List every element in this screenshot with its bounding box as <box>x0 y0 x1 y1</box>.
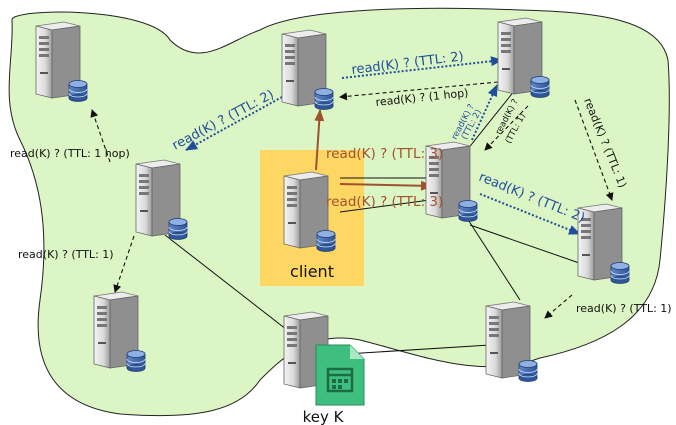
server-left <box>135 159 188 240</box>
key-label: key K <box>303 408 345 425</box>
server-client <box>283 171 336 252</box>
arrow-topright-to-center <box>484 105 529 151</box>
arrow-left-to-bottomleft <box>113 235 135 293</box>
server-top-right <box>497 17 550 98</box>
label-client-to-center-bottom: read(K) ? (TTL: 3) <box>326 194 443 210</box>
spreadsheet-icon <box>315 344 365 406</box>
arrow-client-to-topmid <box>314 109 325 171</box>
arrow-client-to-center <box>339 180 433 191</box>
server-top-mid <box>281 29 334 110</box>
label-left-to-bottomleft: read(K) ? (TTL: 1) <box>18 248 114 261</box>
arrow-topright-to-topmid <box>339 81 499 101</box>
label-right-to-bottomright: read(K) ? (TTL: 1) <box>576 302 672 315</box>
arrow-center-to-right <box>479 193 581 235</box>
client-label: client <box>290 262 334 281</box>
arrow-left-to-topleft <box>90 109 111 163</box>
label-left-to-topleft: read(K) ? (TTL: 1 hop) <box>10 147 130 160</box>
server-right <box>577 203 630 284</box>
server-bottom-left <box>93 291 146 372</box>
arrow-topmid-to-topright <box>341 56 503 79</box>
arrow-topright-to-right <box>574 99 614 201</box>
label-client-to-center-top: read(K) ? (TTL: 3) <box>326 146 443 162</box>
arrow-right-to-bottomright <box>544 294 573 319</box>
server-top-left <box>35 21 88 102</box>
server-bottom-right <box>485 301 538 382</box>
